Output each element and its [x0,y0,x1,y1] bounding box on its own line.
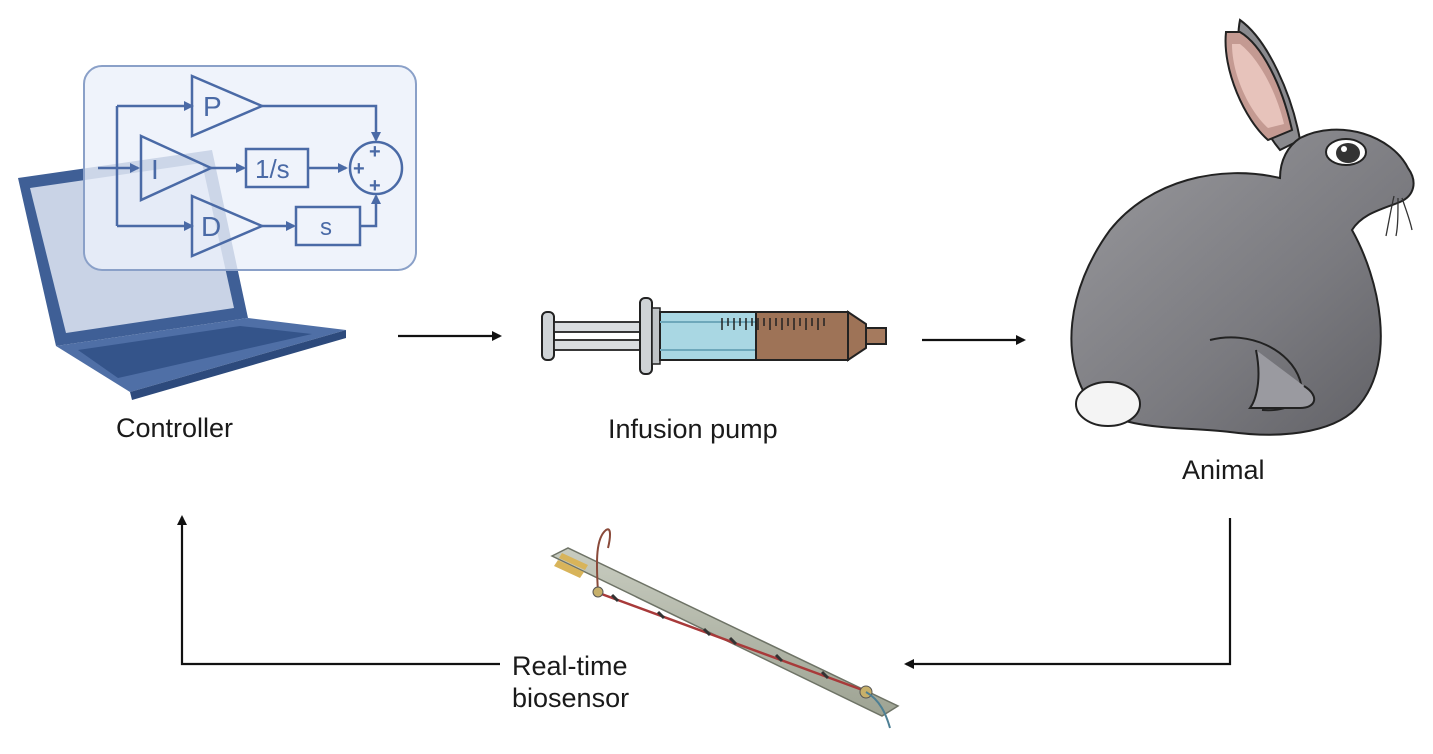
biosensor-label-line1: Real-time [512,651,628,681]
sum-plus-top: + [369,141,381,163]
rabbit-icon [1070,18,1415,436]
arrow-animal-to-biosensor [904,518,1232,669]
biosensor-strip-icon [550,528,900,729]
flow-arrows [177,331,1232,669]
biosensor-label-line2: biosensor [512,683,630,713]
integrator-label: 1/s [255,154,290,184]
sum-plus-bottom: + [369,175,381,197]
animal-label: Animal [1182,455,1265,485]
syringe-icon [541,297,887,375]
controller-label: Controller [116,413,234,443]
pump-label: Infusion pump [608,414,778,444]
sum-plus-left: + [353,158,365,180]
biosensor-label: Real-time biosensor [512,650,629,714]
differentiator-label: s [320,214,332,241]
pid-i-label: I [151,154,159,185]
arrow-biosensor-to-controller [177,515,500,666]
pid-p-label: P [203,91,222,122]
pid-d-label: D [201,211,221,242]
pid-controller-diagram [83,65,417,271]
